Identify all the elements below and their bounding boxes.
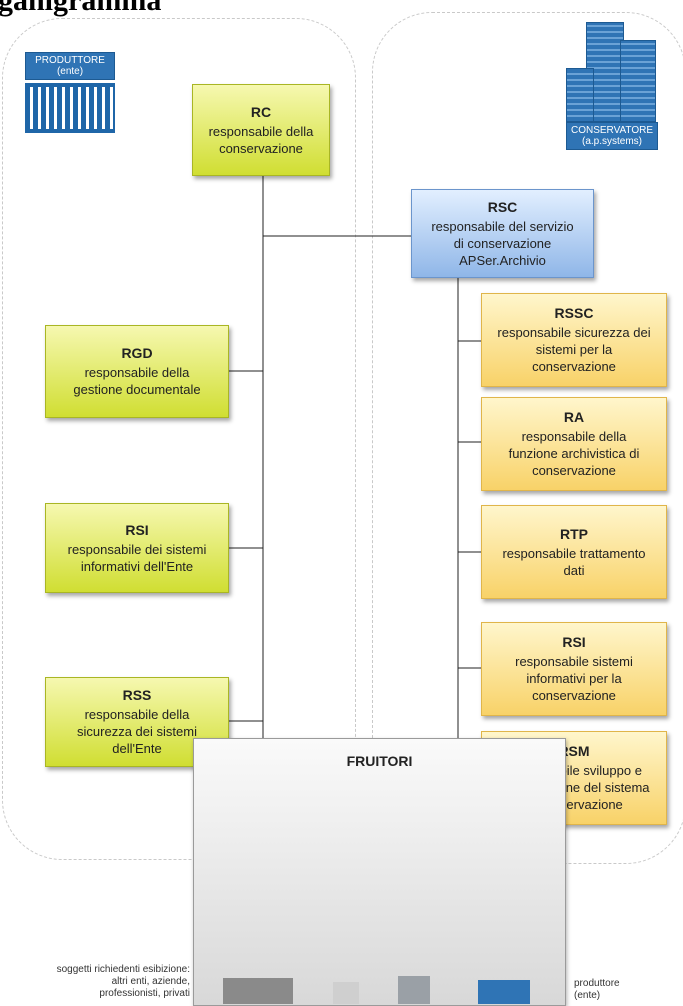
fruitori-icons (223, 976, 530, 1004)
ra-box: RA responsabile della funzione archivist… (481, 397, 667, 491)
producer-sign: PRODUTTORE (ente) (25, 52, 115, 80)
conservator-sign: CONSERVATORE (a.p.systems) (566, 122, 658, 150)
fruitori-left-note: soggetti richiedenti esibizione: altri e… (56, 964, 190, 999)
fruitori-right-note: produttore (ente) (574, 978, 620, 1001)
rss-box: RSS responsabile della sicurezza dei sis… (45, 677, 229, 767)
office-building-icon (398, 976, 430, 1004)
producer-building-icon: PRODUTTORE (ente) (25, 52, 115, 133)
rgd-box: RGD responsabile della gestione document… (45, 325, 229, 418)
rsi-ente-box: RSI responsabile dei sistemi informativi… (45, 503, 229, 593)
rssc-box: RSSC responsabile sicurezza dei sistemi … (481, 293, 667, 387)
rc-box: RC responsabile della conservazione (192, 84, 330, 176)
rsc-box: RSC responsabile del servizio di conserv… (411, 189, 594, 278)
rtp-box: RTP responsabile trattamento dati (481, 505, 667, 599)
producer-small-building-icon (478, 980, 530, 1004)
fruitori-box: FRUITORI (193, 738, 566, 1006)
page-title: ganigramma (0, 0, 162, 17)
conservator-building-icon: CONSERVATORE (a.p.systems) (566, 22, 658, 150)
institution-icon (223, 978, 293, 1004)
fruitori-title: FRUITORI (346, 753, 413, 769)
rsi-cons-box: RSI responsabile sistemi informativi per… (481, 622, 667, 716)
people-icon (333, 982, 359, 1004)
